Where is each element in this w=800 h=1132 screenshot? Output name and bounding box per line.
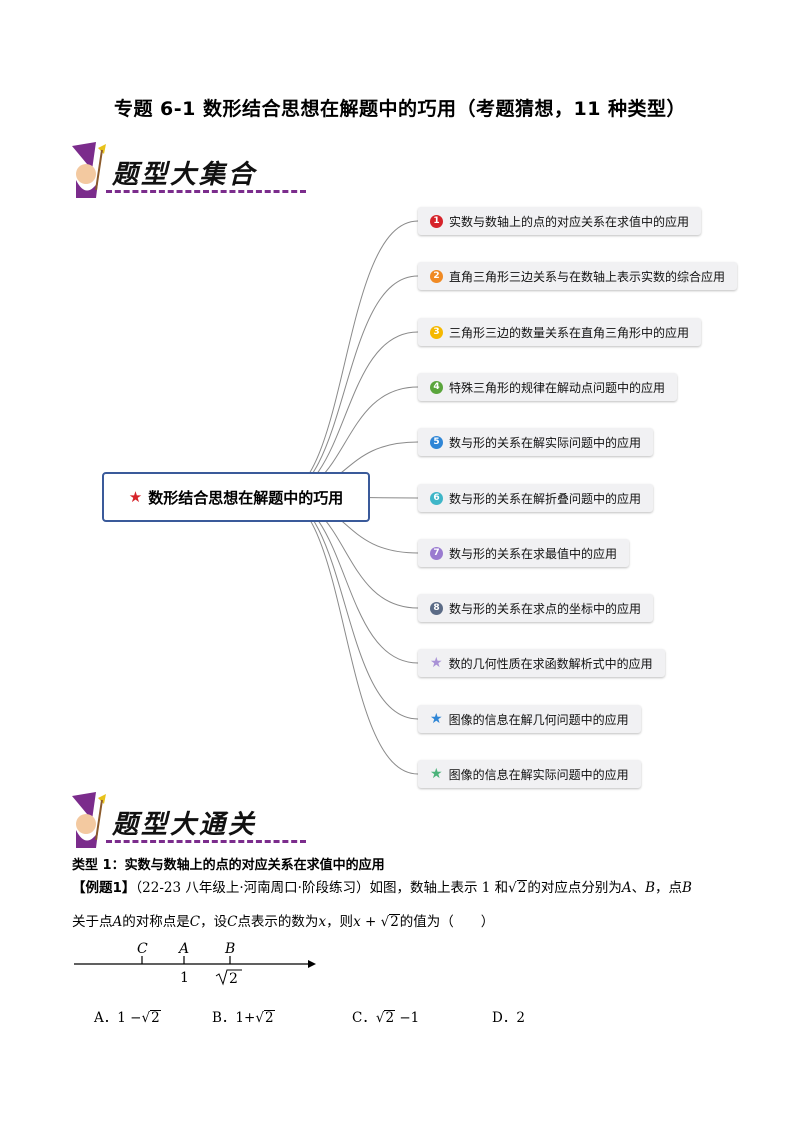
page-title: 专题 6-1 数形结合思想在解题中的巧用（考题猜想，11 种类型） — [113, 98, 687, 120]
sqrt-value: 2 — [389, 914, 400, 930]
mindmap-node-label: 实数与数轴上的点的对应关系在求值中的应用 — [449, 214, 690, 229]
number-badge-icon: 6 — [430, 491, 443, 505]
banner-underline — [106, 190, 306, 193]
option-sqrt: 2 — [263, 1010, 275, 1026]
example-tag: 【例题1】 — [72, 880, 136, 896]
number-badge-icon: 2 — [430, 269, 443, 283]
star-icon: ★ — [430, 710, 443, 727]
star-icon: ★ — [430, 654, 443, 671]
mindmap-node-10: ★ 图像的信息在解几何问题中的应用 — [418, 705, 641, 733]
star-icon: ★ — [430, 765, 443, 782]
mindmap-node-11: ★ 图像的信息在解实际问题中的应用 — [418, 760, 641, 788]
connector-line — [277, 495, 419, 720]
label-c: C — [137, 942, 148, 957]
wizard-icon — [72, 792, 106, 848]
mindmap-node-8: 8 数与形的关系在求点的坐标中的应用 — [418, 594, 654, 622]
mindmap-node-2: 2 直角三角形三边关系与在数轴上表示实数的综合应用 — [418, 262, 738, 290]
option-sqrt: 2 — [150, 1010, 161, 1026]
mindmap-node-label: 特殊三角形的规律在解动点问题中的应用 — [449, 380, 666, 395]
var-x: x — [353, 914, 361, 930]
mindmap-node-label: 数与形的关系在解折叠问题中的应用 — [449, 491, 642, 506]
text-span: 的值为（ ） — [399, 914, 495, 930]
point-c: C — [189, 914, 201, 930]
point-c: C — [227, 914, 238, 930]
text-span: + — [360, 914, 381, 930]
option-d[interactable]: D．2 — [492, 1006, 525, 1026]
option-letter: C． — [352, 1010, 376, 1026]
number-line-figure: C A B 1 2 — [74, 942, 316, 987]
connector-line — [277, 495, 419, 775]
mindmap-node-label: 直角三角形三边关系与在数轴上表示实数的综合应用 — [449, 269, 726, 284]
number-line-arrow — [308, 960, 316, 968]
banner-underline — [106, 840, 306, 843]
mindmap-central-node: ★ 数形结合思想在解题中的巧用 — [102, 472, 370, 522]
number-badge-icon: 4 — [430, 380, 443, 394]
example-line-2: 关于点A的对称点是C，设C点表示的数为x，则x + √2的值为（ ） — [72, 914, 495, 930]
label-sqrt: 2 — [229, 971, 238, 987]
label-one: 1 — [180, 970, 189, 986]
text-span: 的对应点分别为 — [527, 880, 622, 896]
wizard-icon — [72, 142, 106, 198]
mindmap-node-label: 图像的信息在解几何问题中的应用 — [448, 712, 629, 727]
label-a: A — [177, 942, 189, 957]
banner-title: 题型大集合 — [112, 160, 258, 190]
mindmap-node-7: 7 数与形的关系在求最值中的应用 — [418, 539, 630, 567]
option-text: 2 — [516, 1010, 525, 1026]
mindmap-node-label: 数与形的关系在求点的坐标中的应用 — [449, 601, 642, 616]
mindmap-node-9: ★ 数的几何性质在求函数解析式中的应用 — [418, 649, 665, 677]
var-x: x — [318, 914, 327, 930]
text-span: 、 — [631, 880, 646, 896]
mindmap-node-label: 图像的信息在解实际问题中的应用 — [448, 767, 629, 782]
connector-line — [277, 220, 419, 497]
option-letter: B． — [212, 1010, 236, 1026]
number-badge-icon: 8 — [430, 601, 443, 615]
number-badge-icon: 3 — [430, 325, 443, 339]
text-span: 的对称点是 — [122, 914, 190, 930]
sqrt-value: 2 — [516, 880, 528, 896]
option-text: 1+ — [235, 1010, 256, 1026]
point-a: A — [112, 914, 123, 930]
banner-type-pass: 题型大通关 — [66, 790, 306, 858]
label-b: B — [224, 942, 235, 957]
sqrt-sign — [215, 969, 242, 986]
option-letter: D． — [492, 1010, 517, 1026]
banner-type-collection: 题型大集合 — [66, 140, 306, 208]
red-star-icon: ★ — [128, 488, 143, 506]
option-letter: A． — [94, 1010, 118, 1026]
type1-heading: 类型 1：实数与数轴上的点的对应关系在求值中的应用 — [72, 858, 385, 873]
number-badge-icon: 7 — [430, 546, 443, 560]
mindmap-node-label: 三角形三边的数量关系在直角三角形中的应用 — [449, 325, 690, 340]
option-sqrt: 2 — [384, 1010, 396, 1026]
banner-title: 题型大通关 — [112, 810, 258, 840]
mindmap-node-3: 3 三角形三边的数量关系在直角三角形中的应用 — [418, 318, 702, 346]
example-line-1: 【例题1】（22-23 八年级上·河南周口·阶段练习）如图，数轴上表示 1 和√… — [72, 880, 692, 896]
mindmap-node-label: 数与形的关系在解实际问题中的应用 — [449, 435, 642, 450]
text-span: 如图，数轴上表示 1 和 — [369, 880, 509, 896]
text-span: ，点 — [655, 880, 682, 896]
mindmap-node-4: 4 特殊三角形的规律在解动点问题中的应用 — [418, 373, 678, 401]
text-span: 关于点 — [72, 914, 113, 930]
text-span: ，设 — [200, 914, 228, 930]
connector-line — [277, 275, 419, 497]
mindmap-node-label: 数与形的关系在求最值中的应用 — [449, 546, 618, 561]
number-badge-icon: 1 — [430, 214, 443, 228]
number-badge-icon: 5 — [430, 435, 443, 449]
point-b: B — [645, 880, 655, 896]
mindmap-central-label: 数形结合思想在解题中的巧用 — [148, 488, 344, 507]
mindmap-node-6: 6 数与形的关系在解折叠问题中的应用 — [418, 484, 654, 512]
mindmap-node-label: 数的几何性质在求函数解析式中的应用 — [448, 656, 653, 671]
point-b: B — [682, 880, 692, 896]
point-a: A — [621, 880, 632, 896]
option-b[interactable]: B．1+√2 — [212, 1010, 275, 1026]
option-c[interactable]: C．√2 −1 — [352, 1010, 420, 1026]
text-span: ，则 — [326, 914, 354, 930]
option-a[interactable]: A．1 −√2 — [94, 1010, 161, 1026]
mindmap-node-5: 5 数与形的关系在解实际问题中的应用 — [418, 428, 654, 456]
option-text: −1 — [395, 1010, 420, 1026]
text-span: 点表示的数为 — [237, 914, 319, 930]
mindmap-node-1: 1 实数与数轴上的点的对应关系在求值中的应用 — [418, 207, 702, 235]
example-source: （22-23 八年级上·河南周口·阶段练习） — [135, 880, 370, 896]
option-text: 1 − — [117, 1010, 142, 1026]
